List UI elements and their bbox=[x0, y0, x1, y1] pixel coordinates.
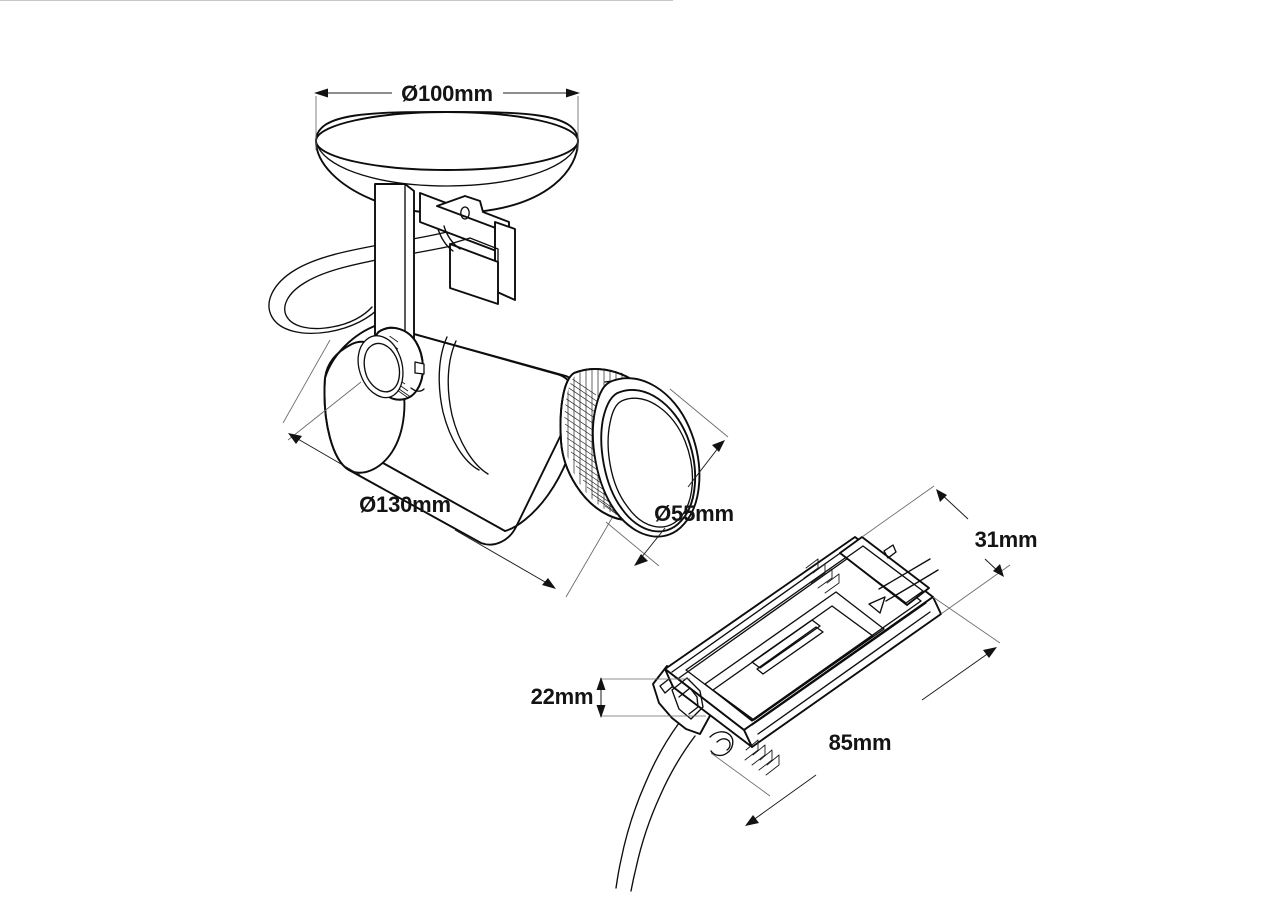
tilt-adjust-knob bbox=[357, 326, 425, 401]
driver-width-label: 31mm bbox=[975, 527, 1038, 552]
fixture-overall-length-dimension: Ø130mm bbox=[282, 339, 613, 598]
driver-height-dimension: 22mm bbox=[531, 677, 706, 718]
head-diameter-label: Ø55mm bbox=[654, 501, 734, 526]
fixture-length-label: Ø130mm bbox=[359, 492, 451, 517]
spotlight-assembly bbox=[268, 111, 701, 546]
canopy-diameter-label: Ø100mm bbox=[401, 81, 493, 106]
leader-line-body bbox=[287, 381, 362, 441]
driver-length-dimension: 85mm bbox=[710, 596, 1001, 826]
driver-input-wires bbox=[878, 558, 939, 602]
driver-vent-fins-top bbox=[803, 558, 840, 594]
front-lens-bezel bbox=[592, 377, 701, 538]
driver-width-dimension: 31mm bbox=[861, 485, 1038, 615]
driver-height-label: 22mm bbox=[531, 684, 594, 709]
driver-output-cable bbox=[615, 722, 696, 892]
driver-length-label: 85mm bbox=[829, 730, 892, 755]
canopy-diameter-dimension: Ø100mm bbox=[314, 81, 580, 150]
head-diameter-dimension: Ø55mm bbox=[0, 0, 734, 567]
driver-vent-fins-bottom bbox=[744, 739, 780, 776]
led-driver-module bbox=[615, 536, 942, 892]
driver-housing bbox=[652, 536, 942, 776]
